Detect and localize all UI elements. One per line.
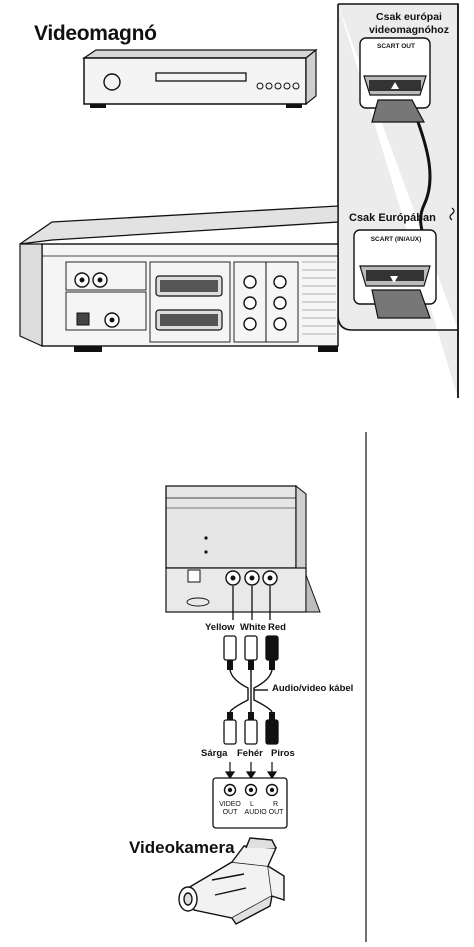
europe-only-note: Csak Európában — [349, 212, 436, 224]
player-back-panel — [19, 205, 339, 352]
rca-plugs-top — [223, 635, 279, 670]
camcorder — [178, 837, 285, 925]
cable-label-white: White — [240, 622, 266, 633]
cable-label-sarga: Sárga — [201, 748, 228, 759]
vcr-tape-slot — [155, 72, 247, 82]
scart-out-label: SCART OUT — [377, 43, 415, 50]
scart-in-label: SCART (IN/AUX) — [370, 236, 422, 243]
digital-audio-out-group — [65, 291, 147, 331]
av-cable-label: Audio/video kábel — [272, 683, 354, 694]
jack-label-audio-out: L R AUDIO OUT — [244, 801, 284, 817]
scart-plug-top — [371, 99, 426, 123]
cable-label-red: Red — [268, 622, 286, 633]
scart-connectors-group — [149, 261, 231, 343]
av-cable-bundle — [229, 669, 273, 713]
component-out-group — [265, 261, 299, 343]
jack-label-l: L — [250, 801, 254, 808]
cable-label-piros: Piros — [271, 748, 295, 759]
scart-plug-bottom — [371, 289, 431, 319]
cable-label-feher: Fehér — [237, 748, 263, 759]
jack-label-audio-out-text: AUDIO OUT — [244, 809, 284, 816]
cable-label-yellow: Yellow — [205, 622, 235, 633]
jack-to-plug-lines — [232, 586, 271, 620]
vcr-scart-out-socket — [359, 37, 431, 123]
jack-label-video-out: VIDEO OUT — [219, 801, 241, 816]
camcorder-jack-panel — [212, 777, 288, 829]
rca-plugs-bottom — [223, 712, 279, 745]
jack-label-r: R — [272, 801, 278, 808]
player-front-partial — [165, 484, 321, 613]
sound-output-group — [65, 261, 147, 291]
jack-arrows — [224, 762, 278, 780]
vcr-power-knob — [103, 73, 121, 91]
vcr-heading: Videomagnó — [34, 22, 157, 45]
vcr-device — [82, 48, 318, 108]
player-scart-in-socket — [353, 229, 437, 319]
european-vcr-note: Csak európai videomagnóhoz — [369, 11, 449, 36]
camcorder-heading: Videokamera — [129, 838, 235, 857]
